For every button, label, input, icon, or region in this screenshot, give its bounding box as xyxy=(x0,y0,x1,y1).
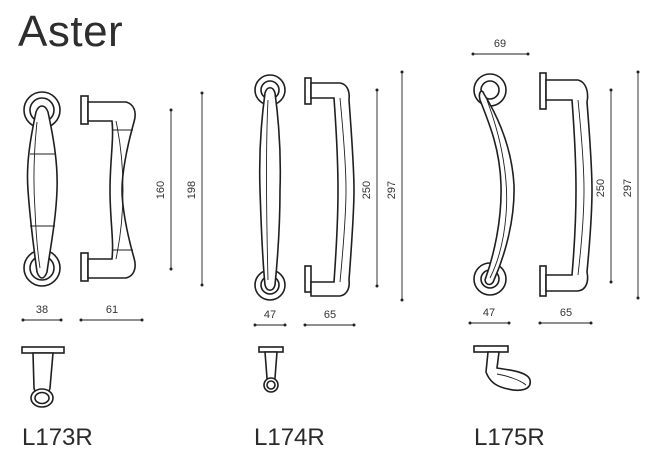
l173r-center-label: 160 xyxy=(155,181,167,199)
l173r-depth-label: 61 xyxy=(106,304,118,316)
l174r-dimension-lines xyxy=(253,70,404,327)
l174r-top-view xyxy=(258,346,284,393)
l173r-width-label: 38 xyxy=(36,304,48,316)
l173r-top-view xyxy=(21,346,65,408)
l174r-width-label: 47 xyxy=(264,309,276,321)
l174r-depth-label: 65 xyxy=(324,309,336,321)
l175r-front-view xyxy=(473,73,515,296)
l174r-length-label: 297 xyxy=(386,181,398,199)
catalog-title: Aster xyxy=(18,7,124,56)
model-code-l175r: L175R xyxy=(474,424,545,451)
l175r-depth-label: 65 xyxy=(560,307,572,319)
l175r-length-label: 297 xyxy=(622,179,634,197)
l175r-top-view xyxy=(473,345,531,392)
l173r-length-label: 198 xyxy=(186,181,198,199)
l174r-side-view xyxy=(304,77,355,297)
l174r-front-view xyxy=(254,74,286,301)
l175r-width-label: 47 xyxy=(483,307,495,319)
l175r-side-view xyxy=(539,72,593,297)
l173r-dimension-lines xyxy=(21,91,204,322)
l175r-center-label: 250 xyxy=(595,179,607,197)
model-code-l174r: L174R xyxy=(254,424,325,451)
l173r-front-view xyxy=(23,91,61,287)
l175r-offset-label: 69 xyxy=(494,38,506,50)
l174r-center-label: 250 xyxy=(361,181,373,199)
model-code-l173r: L173R xyxy=(22,424,93,451)
l173r-side-view xyxy=(80,95,136,282)
l175r-dimension-lines xyxy=(468,52,640,325)
